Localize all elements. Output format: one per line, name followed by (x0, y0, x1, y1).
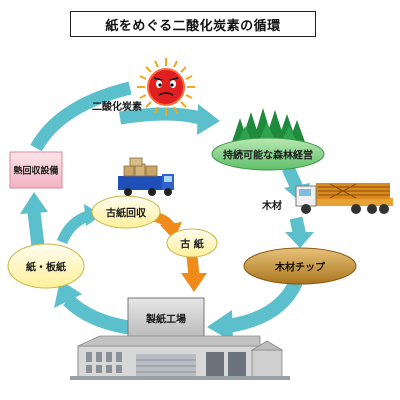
cycle-arrow-mill-to-paper (63, 294, 134, 335)
heat-recovery-box (9, 151, 63, 189)
recycle-arrow-oldpaper-to-mill (186, 255, 200, 277)
arrowhead-collect-to-oldpaper (160, 222, 182, 240)
paper-mill-building-icon (70, 297, 290, 380)
cycle-arrow-co2-to-forest (118, 107, 202, 125)
forest-oval (211, 137, 325, 171)
collection-truck-icon (118, 157, 174, 196)
label-collect: 古紙回収 (106, 208, 146, 220)
cycle-arrow-chip-to-mill (226, 278, 303, 333)
paper-oval (7, 243, 85, 289)
label-oldpaper: 古 紙 (180, 239, 204, 251)
label-paper: 紙・板紙 (26, 262, 66, 274)
diagram-title: 紙をめぐる二酸化炭素の循環 (70, 11, 316, 37)
label-mill: 製紙工場 (146, 314, 186, 326)
label-wood: 木材 (262, 201, 282, 212)
oldpaper-oval (166, 228, 218, 258)
arrowhead-co2-to-forest (197, 104, 220, 135)
arrowhead-mill-to-paper (54, 280, 82, 308)
arrowhead-chip-to-mill (207, 310, 233, 342)
cycle-arrow-heat-to-co2 (30, 81, 132, 152)
arrowhead-oldpaper-to-mill (181, 273, 207, 292)
log-truck-icon (295, 183, 393, 214)
arrowhead-wood-to-chip (285, 232, 314, 248)
label-co2: 二酸化炭素 (92, 102, 142, 113)
cycle-arrow-paper-to-collect (56, 210, 90, 245)
label-chip: 木材チップ (275, 262, 325, 274)
label-forest: 持続可能な森林経営 (223, 150, 313, 162)
chip-oval (243, 247, 357, 285)
arrowhead-paper-to-heat (20, 192, 48, 214)
label-heat: 熱回収設備 (13, 166, 59, 177)
collect-oval (91, 195, 161, 229)
cycle-arrow-paper-to-heat (27, 211, 45, 247)
sun-icon (137, 58, 195, 116)
